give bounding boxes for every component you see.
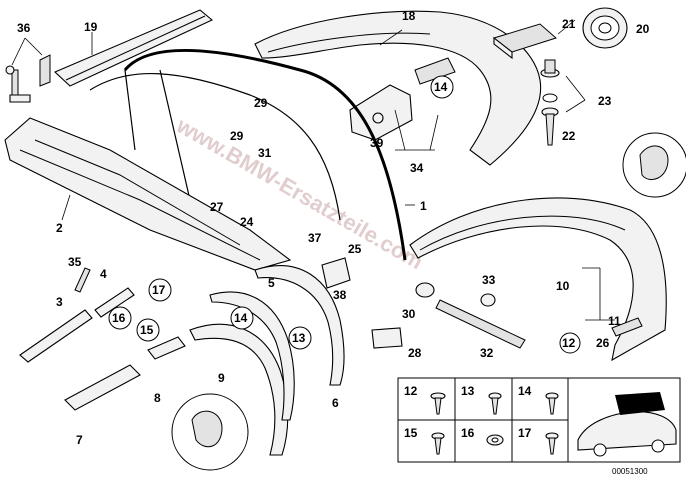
legend-screw-12 <box>430 392 446 415</box>
callout-34: 34 <box>410 161 424 175</box>
curved-trim-5 <box>209 291 295 421</box>
callout-20: 20 <box>636 22 650 36</box>
legend-screw-17 <box>545 432 559 455</box>
callout-10: 10 <box>556 279 570 293</box>
callout-13: 13 <box>292 331 306 345</box>
detail-circle-seal <box>622 132 686 198</box>
side-trim-arc <box>409 197 667 362</box>
legend-label-14: 14 <box>518 384 532 398</box>
small-strips-left <box>19 267 135 363</box>
callout-16: 16 <box>112 311 126 325</box>
callout-6: 6 <box>332 396 339 410</box>
callout-14: 14 <box>234 311 248 325</box>
top-trim-panel <box>254 10 542 166</box>
callout-25: 25 <box>348 242 362 256</box>
callout-30: 30 <box>402 307 416 321</box>
callout-19: 19 <box>84 20 98 34</box>
callout-labels: 1 2 3 4 5 6 7 8 9 10 11 12 26 13 14 15 1… <box>17 9 650 447</box>
callout-3: 3 <box>56 295 63 309</box>
callout-9: 9 <box>218 371 225 385</box>
leader-lines <box>11 19 615 321</box>
callout-8: 8 <box>154 391 161 405</box>
left-trim-strip <box>54 9 214 87</box>
car-thumbnail <box>567 377 681 463</box>
callout-2: 2 <box>56 221 63 235</box>
callout-26: 26 <box>596 336 610 350</box>
callout-21: 21 <box>562 17 576 31</box>
callout-7: 7 <box>76 433 83 447</box>
callout-22: 22 <box>562 129 576 143</box>
callout-15: 15 <box>140 323 154 337</box>
legend-screw-13 <box>488 392 502 415</box>
callout-35: 35 <box>68 255 82 269</box>
legend-screw-14 <box>545 392 559 415</box>
legend-washer-16 <box>486 434 504 446</box>
legend-label-13: 13 <box>461 384 475 398</box>
legend-label-15: 15 <box>404 426 418 440</box>
footer-code: 00051300 <box>612 467 648 476</box>
tape-roll <box>582 7 628 49</box>
callout-31: 31 <box>258 146 272 160</box>
fastener-legend: 12 13 14 15 16 17 <box>397 377 569 463</box>
curved-trim-6 <box>254 265 345 386</box>
legend-label-16: 16 <box>461 426 475 440</box>
callout-29a: 29 <box>254 96 268 110</box>
callout-27: 27 <box>210 200 224 214</box>
callout-38: 38 <box>333 288 347 302</box>
callout-33: 33 <box>482 273 496 287</box>
callout-32: 32 <box>480 346 494 360</box>
bolt-assembly <box>371 282 526 349</box>
callout-29b: 29 <box>230 129 244 143</box>
callout-36: 36 <box>17 21 31 35</box>
callout-17: 17 <box>152 283 166 297</box>
callout-4: 4 <box>100 267 107 281</box>
hinge-bracket <box>349 57 456 141</box>
seal-strip-7 <box>64 364 141 411</box>
bracket-38 <box>321 257 351 289</box>
rear-tray <box>4 117 292 271</box>
bracket-36 <box>5 54 51 103</box>
callout-5: 5 <box>268 276 275 290</box>
foam-pad <box>492 23 557 60</box>
detail-circle-profile <box>171 393 249 471</box>
curved-trim-9 <box>189 323 289 456</box>
callout-18: 18 <box>402 9 416 23</box>
callout-14-upper: 14 <box>434 80 448 94</box>
seal-strip-8 <box>147 336 186 360</box>
screw-set-23 <box>540 59 560 146</box>
callout-37: 37 <box>308 231 322 245</box>
callout-23: 23 <box>598 94 612 108</box>
callout-12: 12 <box>562 336 576 350</box>
legend-label-17: 17 <box>518 426 532 440</box>
callout-24: 24 <box>240 215 254 229</box>
callout-11: 11 <box>608 314 621 328</box>
callout-39: 39 <box>370 136 384 150</box>
callout-1: 1 <box>420 199 427 213</box>
callout-28: 28 <box>408 346 422 360</box>
top-frame <box>89 48 407 261</box>
legend-label-12: 12 <box>404 384 418 398</box>
legend-screw-15 <box>431 432 445 455</box>
